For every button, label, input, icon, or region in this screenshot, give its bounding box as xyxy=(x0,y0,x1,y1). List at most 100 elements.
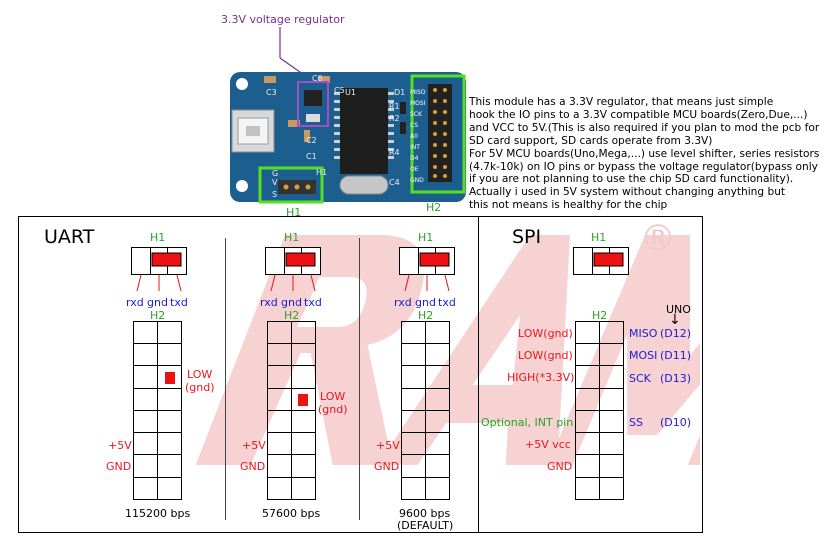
h2-pin: MOSI xyxy=(410,100,426,107)
gnd-pin-label: GND xyxy=(106,460,132,473)
gnd-label: gnd xyxy=(415,296,436,309)
board-h2-caption: H2 xyxy=(426,201,442,214)
h2-label: H2 xyxy=(284,309,300,322)
silk-c6: C6 xyxy=(312,74,323,83)
h1-label: H1 xyxy=(284,231,300,244)
board-h1-caption: H1 xyxy=(286,206,302,219)
h1-label: H1 xyxy=(418,231,434,244)
h1-jumper xyxy=(399,247,455,292)
silk-c5: C5 xyxy=(334,86,345,95)
silk-c2: C2 xyxy=(306,136,317,145)
low-gnd-label: (gnd) xyxy=(318,403,348,416)
spi-right-pin: (D11) xyxy=(660,349,692,362)
description-line: This module has a 3.3V regulator, that m… xyxy=(469,96,774,108)
spi-h2-grid xyxy=(575,321,624,500)
gnd-pin-label: GND xyxy=(374,460,400,473)
spi-left-label: LOW(gnd) xyxy=(518,327,573,340)
gnd-label: gnd xyxy=(281,296,302,309)
low-label: LOW xyxy=(187,368,213,381)
h1-label: H1 xyxy=(591,231,607,244)
module-description: This module has a 3.3V regulator, that m… xyxy=(469,96,835,212)
uart-divider xyxy=(225,238,226,520)
spi-left-label: Optional, INT pin xyxy=(481,416,574,429)
silk-r4: R4 xyxy=(389,148,400,157)
h2-pin: MISO xyxy=(410,89,426,96)
low-label: LOW xyxy=(320,390,346,403)
h2-pin: GND xyxy=(410,177,424,184)
h2-grid xyxy=(401,321,450,500)
h1-jumper xyxy=(265,247,321,292)
rxd-label: rxd xyxy=(394,296,412,309)
silk-r2: R2 xyxy=(389,114,400,123)
spi-h1-jumper xyxy=(573,247,629,275)
description-line: SD card support, SD cards operate from 3… xyxy=(469,134,713,147)
h2-pin: OE xyxy=(410,166,419,173)
h2-pin: INT xyxy=(410,144,420,151)
spi-left-label: LOW(gnd) xyxy=(518,349,573,362)
spi-right-name: MISO xyxy=(629,327,658,340)
silk-h1: H1 xyxy=(316,168,328,177)
txd-label: txd xyxy=(438,296,456,309)
h2-label: H2 xyxy=(150,309,166,322)
plus5v-label: +5V xyxy=(242,439,266,452)
silk-c4: C4 xyxy=(389,178,400,187)
uno-label: UNO xyxy=(666,303,691,316)
h2-pin: A0 xyxy=(410,133,418,140)
silk-c1: C1 xyxy=(306,152,317,161)
spi-left-label: +5V vcc xyxy=(525,438,571,451)
silk-s: S xyxy=(272,190,278,199)
low-gnd-label: (gnd) xyxy=(185,381,215,394)
h2-grid xyxy=(267,321,316,500)
baud-label: 9600 bps xyxy=(399,507,451,520)
gnd-label: gnd xyxy=(147,296,168,309)
txd-label: txd xyxy=(170,296,188,309)
regulator-callout: 3.3V voltage regulator xyxy=(221,13,345,26)
rxd-label: rxd xyxy=(260,296,278,309)
h2-grid xyxy=(133,321,182,500)
plus5v-label: +5V xyxy=(108,439,132,452)
h2-pin: SCK xyxy=(410,111,422,118)
h2-label: H2 xyxy=(592,309,608,322)
h2-pin: D4 xyxy=(410,155,419,162)
silk-g: G xyxy=(272,169,279,178)
rxd-label: rxd xyxy=(126,296,144,309)
silk-r1: R1 xyxy=(389,102,400,111)
description-line: (4.7k-10k) on IO pins or bypass the volt… xyxy=(469,160,818,173)
spi-title: SPI xyxy=(512,226,542,248)
spi-right-name: SCK xyxy=(629,372,651,385)
uart-panel xyxy=(18,216,479,533)
spi-right-name: SS xyxy=(629,416,643,429)
description-line: hook the IO pins to a 3.3V compatible MC… xyxy=(469,108,808,121)
default-label: (DEFAULT) xyxy=(397,519,454,532)
silk-v: V xyxy=(272,178,278,187)
gnd-pin-label: GND xyxy=(240,460,266,473)
description-line: For 5V MCU boards(Uno,Mega,...) use leve… xyxy=(469,147,820,160)
spi-right-pin: (D13) xyxy=(660,372,692,385)
spi-left-label: GND xyxy=(547,460,573,473)
silk-u1: U1 xyxy=(345,88,356,97)
plus5v-label: +5V xyxy=(376,439,400,452)
description-line: Actually i used in 5V system without cha… xyxy=(469,186,786,199)
trademark-symbol: ® xyxy=(640,218,676,259)
baud-label: 57600 bps xyxy=(262,507,321,520)
uart-title: UART xyxy=(44,226,95,248)
spi-right-pin: (D10) xyxy=(660,416,692,429)
spi-panel xyxy=(477,216,703,533)
spi-left-label: HIGH(*3.3V) xyxy=(507,371,575,384)
h2-pin: CS xyxy=(410,122,418,129)
spi-right-name: MOSI xyxy=(629,349,658,362)
description-line: if you are not planning to use the chip … xyxy=(469,173,794,186)
uart-divider xyxy=(359,238,360,520)
silk-d1: D1 xyxy=(394,88,406,97)
down-arrow-icon: ↓ xyxy=(669,312,681,328)
pcb-board xyxy=(230,72,466,204)
h1-jumper xyxy=(131,247,187,292)
txd-label: txd xyxy=(304,296,322,309)
h1-label: H1 xyxy=(150,231,166,244)
description-line: and VCC to 5V.(This is also required if … xyxy=(469,121,820,134)
h2-label: H2 xyxy=(418,309,434,322)
spi-right-pin: (D12) xyxy=(660,327,692,340)
silk-c3: C3 xyxy=(266,88,277,97)
description-line: this not means is healthy for the chip xyxy=(469,199,668,212)
baud-label: 115200 bps xyxy=(125,507,191,520)
